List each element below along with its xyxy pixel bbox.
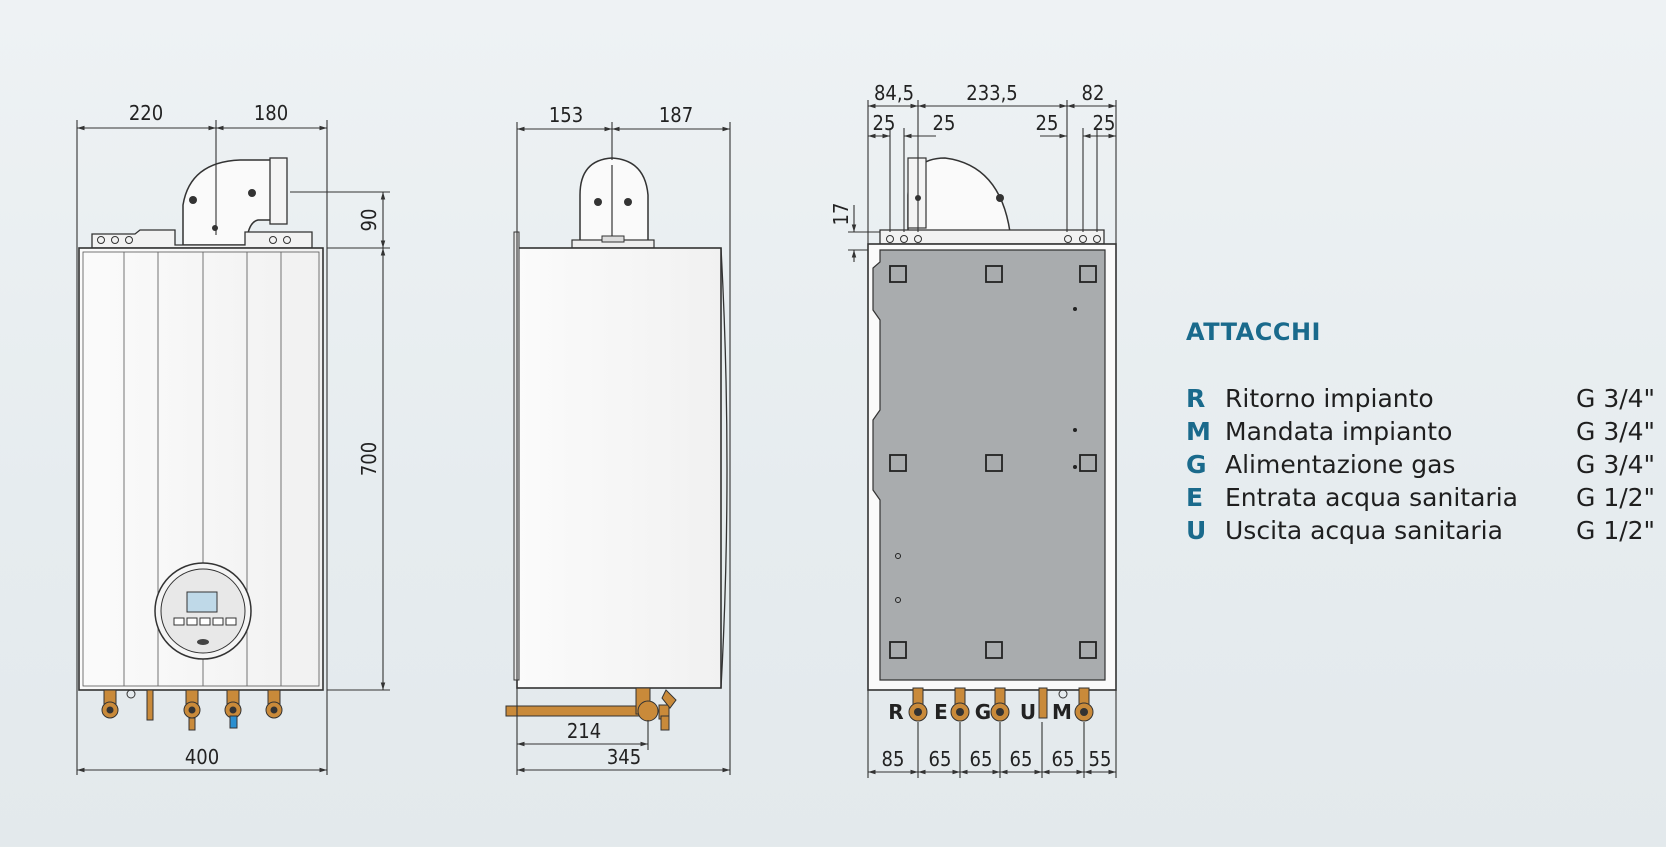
port-label-u: U [1020, 700, 1036, 724]
legend-desc: Ritorno impianto [1225, 384, 1434, 413]
front-dim-left: 220 [129, 101, 163, 125]
front-dim-width: 400 [185, 745, 219, 769]
legend-row-g: G Alimentazione gas G 3/4" [1186, 448, 1666, 481]
legend-desc: Entrata acqua sanitaria [1225, 483, 1518, 512]
rear-dim-bottom-6: 55 [1089, 747, 1112, 771]
legend-size: G 3/4" [1576, 417, 1656, 446]
rear-dim-bottom-5: 65 [1052, 747, 1075, 771]
rear-dim-sub-3: 25 [1036, 111, 1059, 135]
legend-size: G 1/2" [1576, 516, 1656, 545]
side-dim-depth: 345 [607, 745, 641, 769]
legend-code: G [1186, 450, 1207, 479]
legend-code: R [1186, 384, 1206, 413]
connections-legend: ATTACCHI R Ritorno impianto G 3/4" M Man… [1186, 318, 1666, 547]
legend-desc: Uscita acqua sanitaria [1225, 516, 1503, 545]
side-dim-left: 153 [549, 103, 583, 127]
side-dim-pipe: 214 [567, 719, 601, 743]
legend-code: U [1186, 516, 1207, 545]
legend-row-r: R Ritorno impianto G 3/4" [1186, 382, 1666, 415]
legend-size: G 3/4" [1576, 384, 1656, 413]
dimension-labels: 220 180 90 700 400 153 187 214 345 84,5 … [129, 81, 1116, 771]
side-view [505, 122, 731, 775]
rear-dim-top-1: 84,5 [874, 81, 914, 105]
rear-dim-bottom-3: 65 [970, 747, 993, 771]
rear-dim-bottom-1: 85 [882, 747, 905, 771]
rear-dim-bottom-4: 65 [1010, 747, 1033, 771]
legend-desc: Mandata impianto [1225, 417, 1453, 446]
rear-dim-top-2: 233,5 [966, 81, 1018, 105]
front-dim-body-height: 700 [357, 442, 381, 476]
rear-dim-sub-2: 25 [933, 111, 956, 135]
front-dim-right: 180 [254, 101, 288, 125]
port-label-e: E [934, 700, 948, 724]
port-label-m: M [1052, 700, 1072, 724]
legend-desc: Alimentazione gas [1225, 450, 1456, 479]
legend-code: E [1186, 483, 1204, 512]
side-dim-right: 187 [659, 103, 693, 127]
rear-view [848, 100, 1117, 778]
legend-code: M [1186, 417, 1211, 446]
rear-dim-top-3: 82 [1082, 81, 1105, 105]
legend-row-m: M Mandata impianto G 3/4" [1186, 415, 1666, 448]
front-view [76, 120, 390, 775]
legend-size: G 1/2" [1576, 483, 1656, 512]
legend-title: ATTACCHI [1186, 318, 1321, 346]
front-dim-top-height: 90 [357, 209, 381, 232]
legend-row-u: U Uscita acqua sanitaria G 1/2" [1186, 514, 1666, 547]
port-label-g: G [975, 700, 991, 724]
legend-row-e: E Entrata acqua sanitaria G 1/2" [1186, 481, 1666, 514]
legend-size: G 3/4" [1576, 450, 1656, 479]
rear-dim-bottom-2: 65 [929, 747, 952, 771]
rear-dim-sub-1: 25 [873, 111, 896, 135]
rear-dim-sub-4: 25 [1093, 111, 1116, 135]
port-label-r: R [888, 700, 903, 724]
rear-dim-offset: 17 [829, 203, 853, 226]
